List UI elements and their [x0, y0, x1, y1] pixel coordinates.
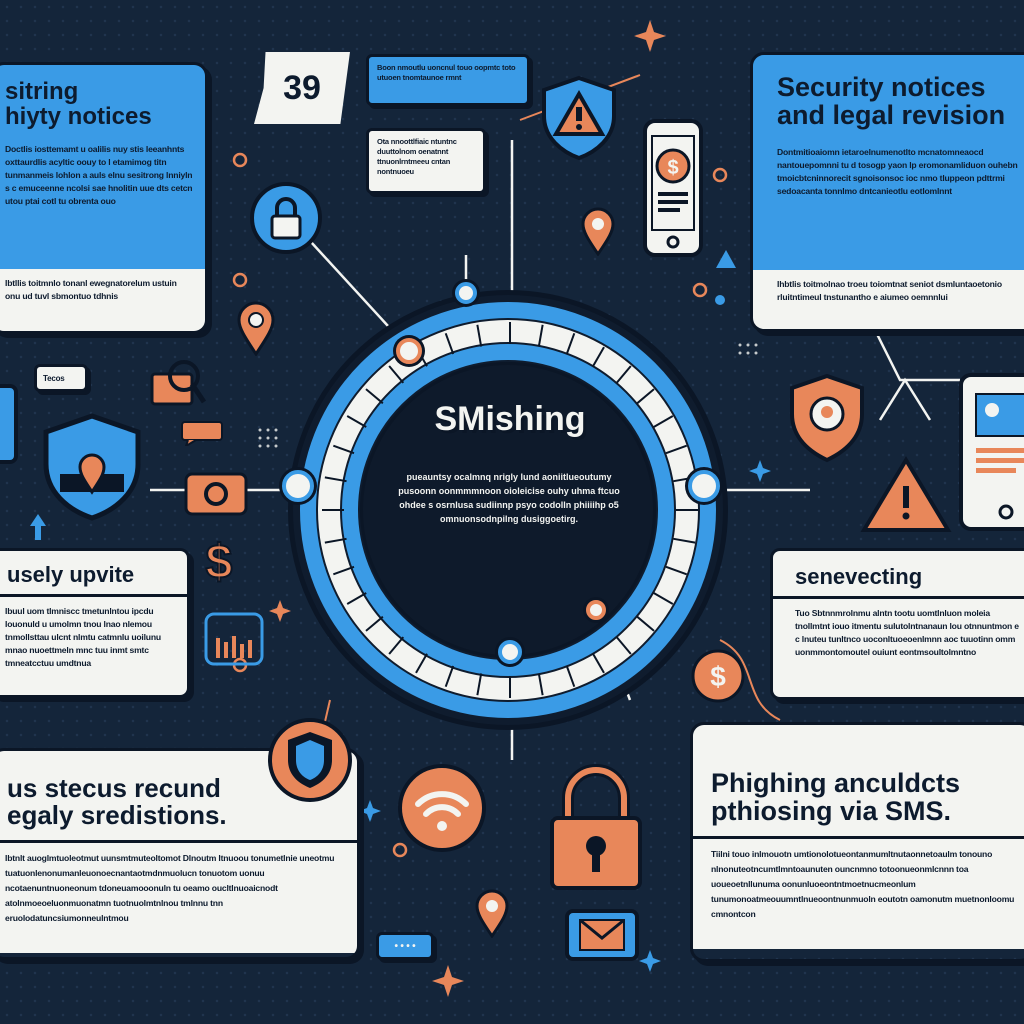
panel-bottom-right-body: Tiilni touo inlmouotn umtionolotueontanm…: [693, 838, 1024, 949]
svg-text:$: $: [667, 157, 678, 179]
arrow-up-icon: [28, 512, 48, 542]
dial-node-top[interactable]: [455, 282, 477, 304]
dial-node-bottom[interactable]: [498, 640, 522, 664]
panel-top-right: Security notices and legal revision Dont…: [750, 52, 1024, 332]
panel-mid-right: senevecting Tuo Sbtnnmrolnmu alntn tootu…: [770, 548, 1024, 700]
wifi-icon: [396, 762, 488, 854]
panel-top-right-title: Security notices and legal revision: [753, 55, 1024, 138]
dial-core: [360, 362, 656, 658]
dollar-coin-icon: $: [690, 648, 746, 704]
panel-top-right-text: Dontmitioaiomn ietaroelnumenotlto mcnato…: [777, 146, 1018, 196]
warning-icon: [536, 74, 622, 161]
image-card-icon: [958, 372, 1024, 532]
panel-mid-left-body: Ibuul uom tlmniscc tmetunlntou ipcdu Iou…: [0, 597, 187, 695]
svg-text:$: $: [206, 536, 233, 589]
dial-node-top-left[interactable]: [396, 338, 422, 364]
dial-tick: [676, 509, 698, 511]
dial-tick: [509, 322, 511, 344]
panel-bottom-left-body: Ibtnlt auoglmtuoleotmut uunsmtmuteoltomo…: [0, 842, 357, 953]
panel-top-left-text: Doctlis iosttemamt u oalilis nuy stis le…: [5, 144, 193, 207]
svg-text:$: $: [710, 661, 726, 692]
panel-top-right-footer: Ihbtlis toitmolnao troeu toiomtnat senio…: [753, 269, 1024, 329]
speech-bubble-top-white-text: Ota nnoottlfiaic ntuntnc duuttolnom oena…: [377, 137, 457, 176]
lock-key-icon: [148, 352, 207, 408]
envelope-icon: [564, 908, 640, 964]
title-line-1: Phighing anculdcts: [711, 768, 961, 798]
title-line-2: egaly sredistions.: [7, 800, 227, 831]
panel-bottom-right-text: Tiilni touo inlmouotn umtionolotueontanm…: [711, 848, 1015, 919]
dollar-sign-icon: $: [204, 530, 234, 590]
panel-top-left: sitring hiyty notices Doctlis iosttemamt…: [0, 62, 208, 334]
center-text: pueauntsy ocalmnq nrigly lund aoniitlueo…: [398, 472, 620, 524]
number-badge: 39: [254, 52, 350, 124]
chat-bubble-bottom: • • • •: [376, 932, 434, 960]
dial-tick: [322, 509, 344, 511]
panel-mid-right-title: senevecting: [773, 551, 1024, 600]
shield-icon: [788, 372, 866, 464]
phone-dollar-icon: $: [642, 118, 704, 258]
padlock-icon: [548, 760, 644, 892]
chat-bubble-left: Tecos: [34, 364, 88, 392]
panel-top-left-footer-text: Ibtllis toitmnlo tonanl ewegnatorelum us…: [5, 278, 177, 302]
dial-node-right[interactable]: [688, 470, 720, 502]
phone-edge-icon: [0, 384, 18, 464]
panel-bottom-right: Phighing anculdcts pthiosing via SMS. Ti…: [690, 722, 1024, 962]
panel-top-left-body: Doctlis iosttemamt u oalilis nuy stis le…: [0, 135, 205, 270]
location-pin-icon: [236, 300, 276, 357]
shield-badge-icon: [266, 716, 354, 804]
panel-mid-left: usely upvite Ibuul uom tlmniscc tmetunln…: [0, 548, 190, 698]
panel-mid-right-body: Tuo Sbtnnmrolnmu alntn tootu uomtlnluon …: [773, 599, 1024, 697]
panel-top-left-footer: Ibtllis toitmnlo tonanl ewegnatorelum us…: [0, 269, 205, 331]
panel-bottom-left-text: Ibtnlt auoglmtuoleotmut uunsmtmuteoltomo…: [5, 852, 335, 923]
panel-top-right-body: Dontmitioaiomn ietaroelnumenotlto mcnato…: [753, 137, 1024, 270]
title-line-2: pthiosing via SMS.: [711, 796, 952, 827]
shield-icon: [40, 412, 144, 522]
chat-bubble-icon: [180, 420, 230, 449]
title-line-2: and legal revision: [777, 100, 1006, 131]
speech-bubble-top-blue-text: Boon nmoutlu uoncnul touo oopmtc toto ut…: [377, 63, 516, 82]
title-line-1: Security notices: [777, 72, 986, 102]
lock-icon: [248, 180, 324, 256]
location-pin-icon: [580, 206, 616, 257]
dial-node-bottom-right[interactable]: [586, 600, 606, 620]
triangle-icon: [714, 248, 738, 270]
center-title: SMishing: [434, 400, 586, 438]
panel-top-left-title: sitring hiyty notices: [0, 65, 205, 136]
title-line-1: us stecus recund: [7, 773, 221, 803]
panel-mid-right-text: Tuo Sbtnnmrolnmu alntn tootu uomtlnluon …: [795, 608, 1019, 658]
location-pin-icon: [474, 888, 510, 939]
panel-bottom-right-title: Phighing anculdcts pthiosing via SMS.: [693, 725, 1024, 839]
panel-top-right-footer-text: Ihbtlis toitmolnao troeu toiomtnat senio…: [777, 278, 1002, 302]
warning-icon: [860, 456, 952, 534]
title-line-2: hiyty notices: [5, 103, 152, 131]
dial-tick: [509, 676, 511, 698]
panel-mid-left-title: usely upvite: [0, 551, 187, 598]
dial-node-left[interactable]: [282, 470, 314, 502]
panel-mid-left-text: Ibuul uom tlmniscc tmetunlntou ipcdu Iou…: [5, 606, 161, 669]
speech-bubble-top-blue: Boon nmoutlu uoncnul touo oopmtc toto ut…: [366, 54, 530, 106]
title-line-1: sitring: [5, 78, 79, 105]
chat-bubble-bottom-text: • • • •: [394, 941, 416, 952]
bar-chart-icon: [204, 612, 264, 666]
chat-bubble-left-text: Tecos: [43, 374, 65, 383]
speech-bubble-top-white: Ota nnoottlfiaic ntuntnc duuttolnom oena…: [366, 128, 486, 194]
ticket-icon: [184, 472, 248, 518]
